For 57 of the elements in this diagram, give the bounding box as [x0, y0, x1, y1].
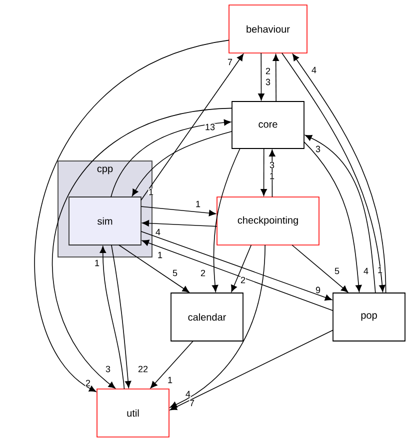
edge-label: 2 — [240, 276, 246, 284]
edge-label: 2 — [200, 270, 206, 276]
arrow — [111, 244, 132, 388]
arrow — [100, 246, 125, 390]
arrow — [170, 244, 266, 408]
arrow — [260, 148, 267, 196]
folder-box: calendar — [170, 292, 244, 342]
edge-label: 1 — [94, 260, 100, 266]
folder-box: sim — [68, 196, 142, 246]
arrow — [110, 119, 231, 198]
folder-box: core — [232, 101, 304, 149]
edge-label: 2 — [265, 68, 271, 74]
folder-box: checkpointing — [216, 196, 320, 246]
edge-label: 1 — [157, 252, 163, 258]
edge-label: 9 — [315, 286, 321, 294]
arrow — [142, 220, 218, 227]
edge-label: 3 — [105, 366, 111, 372]
arrow — [140, 206, 216, 216]
arrow — [212, 148, 240, 292]
edge-label: 3 — [269, 162, 275, 168]
edge-label: 7 — [227, 58, 233, 66]
folder-box: util — [96, 388, 170, 438]
edge-label: 3 — [265, 78, 271, 86]
edge-label: 4 — [185, 390, 191, 398]
edge-label: 5 — [334, 268, 340, 274]
edge-label: 1 — [195, 200, 201, 208]
edge-label: 4 — [363, 268, 369, 274]
arrow — [150, 340, 194, 388]
arrow — [258, 52, 264, 100]
arrow — [292, 244, 348, 292]
arrow — [304, 134, 376, 294]
arrow — [269, 150, 276, 198]
edge-label: 1 — [148, 188, 154, 196]
arrow — [170, 330, 334, 410]
arrow — [142, 240, 334, 312]
arrow — [52, 108, 232, 389]
edge-label: 3 — [315, 146, 321, 152]
edge-label: 1 — [377, 266, 383, 274]
edge-label: 4 — [311, 66, 317, 74]
arrow — [118, 244, 190, 293]
arrow — [140, 54, 244, 201]
folder-box: behaviour — [228, 4, 308, 54]
arrow — [272, 54, 279, 102]
edge-label: 1 — [167, 376, 173, 384]
arrow — [231, 244, 252, 292]
arrow — [304, 141, 362, 292]
edge-label: 7 — [189, 400, 195, 406]
arrow — [140, 230, 332, 301]
arrow — [132, 130, 232, 196]
arrow — [34, 40, 230, 392]
edge-label: 2 — [85, 380, 91, 386]
edge-label: 13 — [204, 124, 216, 130]
edge-label: 5 — [172, 270, 178, 276]
edge-label: 1 — [269, 172, 275, 180]
folder-box: pop — [332, 292, 406, 342]
edge-label: 4 — [155, 228, 161, 236]
edge-label: 22 — [138, 366, 148, 372]
